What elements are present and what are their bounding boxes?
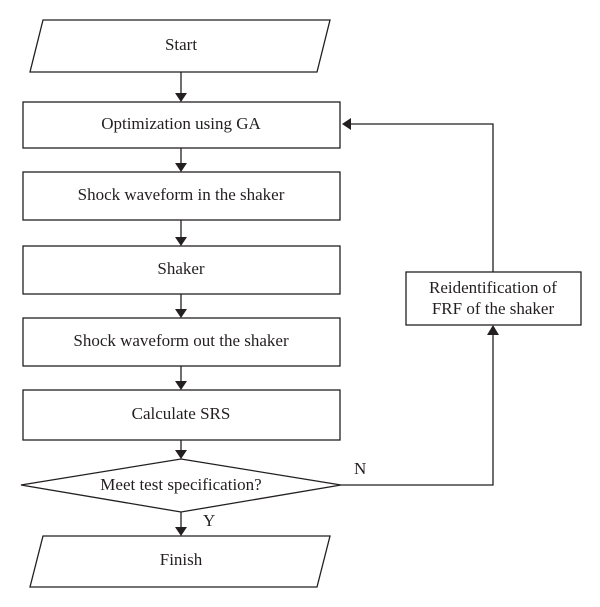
- finish-node: Finish: [29, 535, 331, 588]
- decision-label: Meet test specification?: [100, 475, 261, 494]
- finish-shape: [29, 535, 331, 588]
- arrowhead-shock-in: [175, 163, 187, 172]
- arrowhead-optimization: [175, 93, 187, 102]
- label-yes: Y: [203, 511, 215, 530]
- arrowhead-reidentification: [487, 325, 499, 335]
- arrowhead-shaker: [175, 237, 187, 246]
- arrowhead-decision: [175, 450, 187, 459]
- finish-label: Finish: [160, 550, 203, 569]
- reidentification-node: Reidentification of FRF of the shaker: [405, 271, 582, 326]
- shock-out-box: [22, 317, 341, 367]
- calculate-label: Calculate SRS: [132, 404, 231, 423]
- shock-out-node: Shock waveform out the shaker: [22, 317, 341, 367]
- shaker-node: Shaker: [22, 245, 341, 295]
- label-no: N: [354, 459, 366, 478]
- connectors: [175, 72, 499, 536]
- arrowhead-feedback-optimization: [342, 118, 351, 130]
- arrowhead-shock-out: [175, 309, 187, 318]
- shock-in-label: Shock waveform in the shaker: [78, 185, 285, 204]
- shock-in-box: [22, 171, 341, 221]
- connector-decision-to-reidentification: [341, 334, 494, 486]
- decision-diamond: [20, 458, 342, 513]
- shock-in-node: Shock waveform in the shaker: [22, 171, 341, 221]
- calculate-node: Calculate SRS: [22, 389, 341, 441]
- decision-node: Meet test specification?: [20, 458, 342, 513]
- start-shape: [29, 19, 331, 73]
- start-node: Start: [29, 19, 331, 73]
- shaker-box: [22, 245, 341, 295]
- reidentification-label-line1: Reidentification of: [429, 278, 557, 297]
- start-label: Start: [165, 35, 197, 54]
- reidentification-box: [405, 271, 582, 326]
- shaker-label: Shaker: [157, 259, 205, 278]
- calculate-box: [22, 389, 341, 441]
- arrowhead-calculate: [175, 381, 187, 390]
- optimization-node: Optimization using GA: [22, 101, 341, 149]
- optimization-box: [22, 101, 341, 149]
- arrowhead-finish: [175, 527, 187, 536]
- optimization-label: Optimization using GA: [101, 114, 261, 133]
- shock-out-label: Shock waveform out the shaker: [73, 331, 289, 350]
- reidentification-label-line2: FRF of the shaker: [432, 299, 555, 318]
- connector-reidentification-to-optimization: [350, 123, 494, 272]
